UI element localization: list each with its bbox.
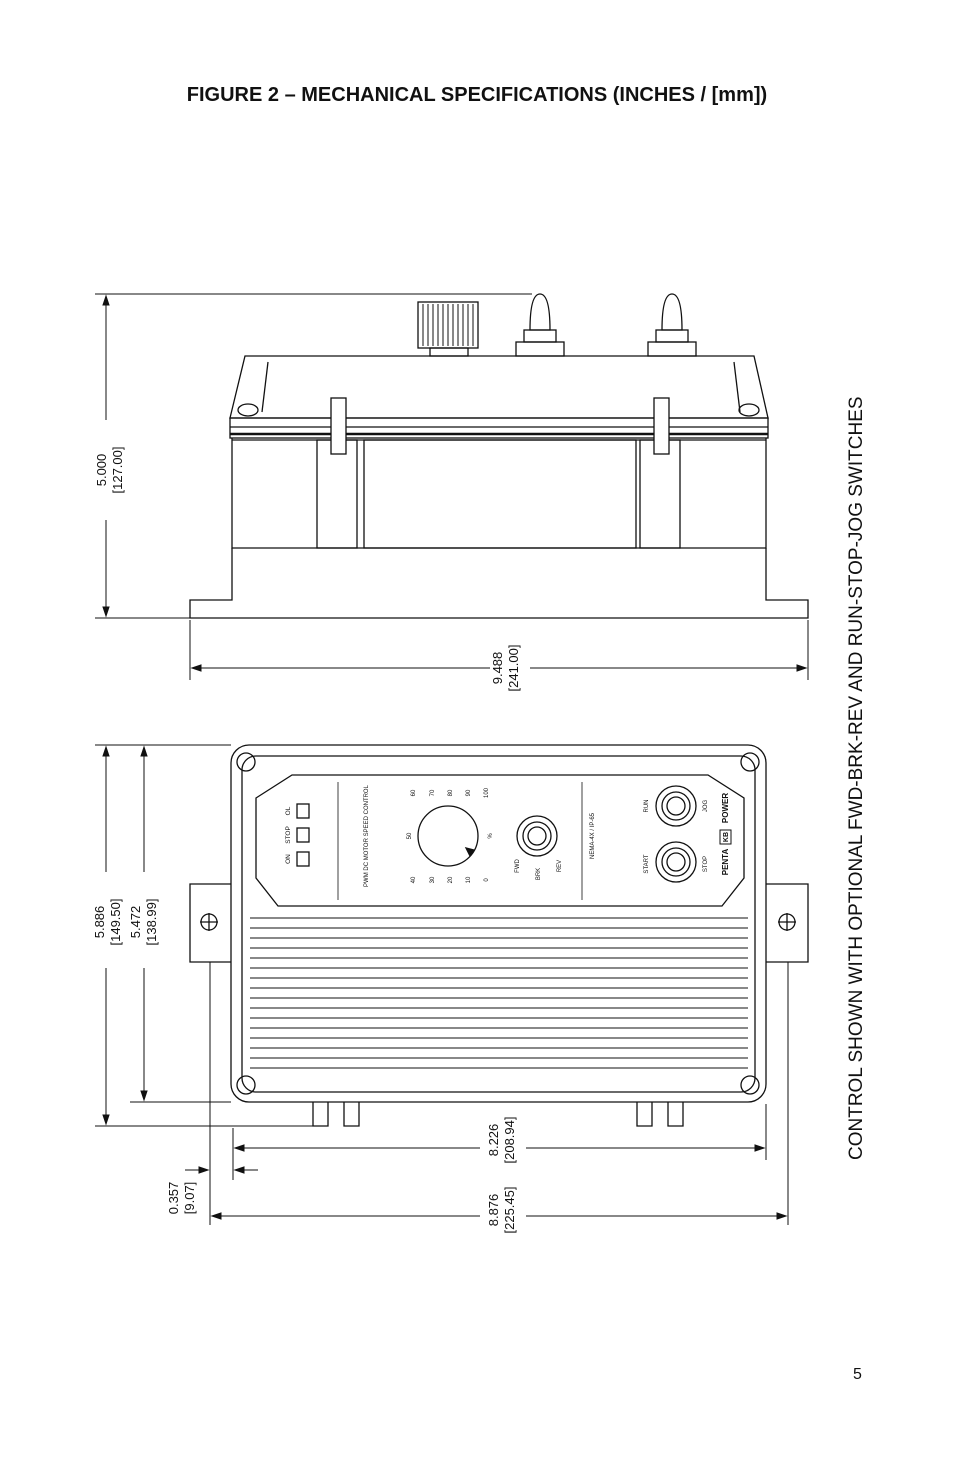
label-rev: REV [557, 860, 563, 872]
overall-width-inches: 8.876 [486, 1194, 501, 1227]
corner-screw [740, 752, 760, 772]
indicator-on [296, 851, 310, 867]
rating-label: NEMA-4X / IP-65 [590, 812, 596, 859]
dial-tick-40: 40 [411, 876, 417, 883]
base-width-inches: 9.488 [490, 652, 505, 685]
height-inches: 5.000 [94, 454, 109, 487]
toggle-boot [515, 341, 565, 357]
toggle-nut [523, 329, 557, 343]
label-brk: BRK [536, 868, 542, 880]
offset-mm: [9.07] [182, 1182, 197, 1215]
side-view [189, 293, 809, 619]
base-width-dimension [189, 620, 809, 680]
toggle-lever [529, 293, 551, 331]
enclosure-outline [230, 744, 767, 1103]
height-mm: [127.00] [110, 447, 125, 494]
brand-power: POWER [721, 793, 730, 823]
height-dimension [95, 293, 532, 619]
dial-tick-50: 50 [407, 832, 413, 839]
inner-height-inches: 5.472 [128, 906, 143, 939]
enclosure-body [231, 438, 767, 549]
dial-tick-80: 80 [448, 789, 454, 796]
base-width-mm: [241.00] [506, 645, 521, 692]
toggle-nut [655, 329, 689, 343]
enclosure-lid [229, 355, 769, 419]
corner-screw [236, 1075, 256, 1095]
latch [330, 397, 347, 455]
direction-switch [516, 815, 558, 857]
indicator-stop [296, 827, 310, 843]
vertical-dimensions [95, 744, 313, 1127]
lid-screw [738, 403, 760, 417]
dial-tick-70: 70 [430, 789, 436, 796]
lid-edge-line [733, 361, 741, 413]
dial-tick-0: 0 [484, 878, 490, 882]
dial-tick-30: 30 [430, 876, 436, 883]
lid-edge-line [261, 361, 269, 413]
body-rib [639, 439, 681, 549]
bottom-tab [343, 1102, 360, 1127]
indicator-ol [296, 803, 310, 819]
mounting-flange-left [189, 883, 231, 963]
horizontal-dimensions [185, 962, 789, 1225]
label-start: START [644, 854, 650, 873]
dial-tick-10: 10 [466, 876, 472, 883]
corner-screw [236, 752, 256, 772]
run-jog-switch [655, 785, 697, 827]
latch [653, 397, 670, 455]
brand-penta: PENTA [721, 849, 730, 876]
outer-height-mm: [149.50] [108, 899, 123, 946]
knob-base [429, 347, 469, 357]
panel-labels: ON STOP OL PWM DC MOTOR SPEED CONTROL 0 … [285, 784, 732, 887]
body-width-inches: 8.226 [486, 1124, 501, 1157]
overall-width-mm: [225.45] [502, 1187, 517, 1234]
dial-unit: % [488, 833, 494, 839]
label-fwd: FWD [515, 859, 521, 873]
figure-title: FIGURE 2 – MECHANICAL SPECIFICATIONS (IN… [186, 84, 768, 106]
toggle-boot [647, 341, 697, 357]
bottom-tab [636, 1102, 653, 1127]
arrow-head [102, 294, 110, 306]
dial-tick-100: 100 [484, 787, 490, 798]
label-ol: OL [285, 806, 292, 815]
control-name: PWM DC MOTOR SPEED CONTROL [364, 784, 370, 887]
inner-height-mm: [138.99] [144, 899, 159, 946]
label-switch-stop: STOP [703, 856, 709, 872]
control-panel [255, 774, 745, 907]
brand-mark-box [719, 829, 732, 845]
toggle-lever [661, 293, 683, 331]
enclosure-inner [241, 755, 756, 1093]
top-view [189, 744, 809, 1127]
cooling-fins [250, 917, 748, 1069]
label-jog: JOG [703, 800, 709, 813]
body-width-mm: [208.94] [502, 1117, 517, 1164]
body-rib [316, 439, 358, 549]
page-number: 5 [853, 1366, 862, 1383]
lid-screw [237, 403, 259, 417]
gasket-band [229, 417, 769, 439]
body-recess [363, 439, 637, 549]
corner-screw [740, 1075, 760, 1095]
bottom-tab [312, 1102, 329, 1127]
dial-tick-60: 60 [411, 789, 417, 796]
offset-inches: 0.357 [166, 1182, 181, 1215]
label-on: ON [285, 854, 292, 864]
arrow-head [102, 606, 110, 618]
speed-dial [417, 805, 479, 867]
brand-kb: KB [723, 832, 730, 842]
label-stop: STOP [285, 826, 292, 844]
mounting-flange-right [766, 883, 809, 963]
bottom-tab [667, 1102, 684, 1127]
label-run: RUN [644, 800, 650, 813]
enclosure-base [189, 548, 809, 619]
start-stop-switch [655, 841, 697, 883]
dial-tick-20: 20 [448, 876, 454, 883]
dial-tick-90: 90 [466, 789, 472, 796]
outer-height-inches: 5.886 [92, 906, 107, 939]
